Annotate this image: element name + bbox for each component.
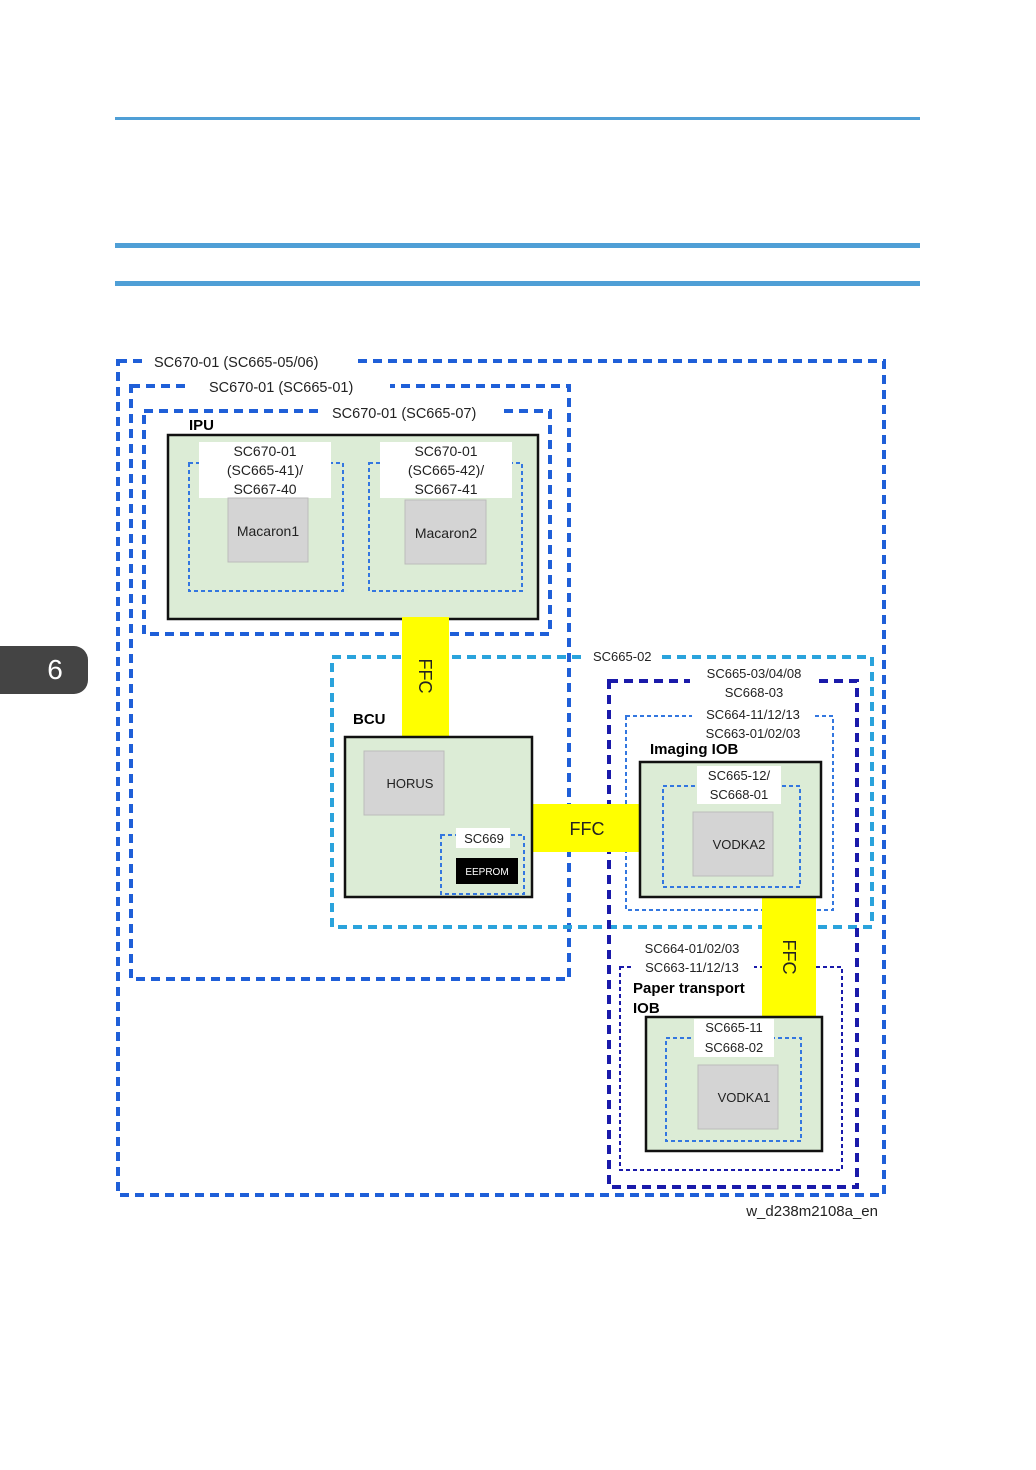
- imaging-iob-sc-bg: [697, 766, 781, 804]
- ipu-right-sc-line2: (SC665-42)/: [408, 462, 484, 478]
- paper-iob-title-line2: IOB: [633, 1000, 660, 1017]
- macaron1-label: Macaron1: [237, 523, 299, 539]
- ffc-bcu-imaging-label: FFC: [570, 819, 605, 839]
- ipu-title: IPU: [189, 417, 214, 434]
- zone-outer: [116, 359, 886, 1197]
- macaron2-chip: [404, 499, 487, 565]
- imaging-iob-sc-line2: SC668-01: [710, 787, 769, 802]
- ffc-ipu-bcu: [402, 617, 449, 737]
- zone-paper-label-bg: [632, 940, 754, 978]
- zone-imaging-label-bg: [692, 706, 814, 744]
- ffc-bcu-imaging: [532, 804, 642, 852]
- paper-iob-sc-line1: SC665-11: [705, 1020, 763, 1035]
- vodka2-chip: [692, 811, 774, 877]
- vodka1-chip: [697, 1064, 779, 1130]
- section-rule-lower: [115, 281, 920, 286]
- bcu-sc-label: SC669: [464, 831, 504, 846]
- zone-ipu-label: SC670-01 (SC665-07): [332, 406, 476, 422]
- eeprom-label: EEPROM: [465, 867, 508, 878]
- ipu-left-sc-line1: SC670-01: [233, 443, 296, 459]
- vodka2-label: VODKA2: [713, 837, 766, 852]
- zone-mid-label: SC670-01 (SC665-01): [209, 380, 353, 396]
- zone-paper: [619, 966, 843, 1171]
- top-rule: [115, 117, 920, 120]
- ffc-ipu-bcu-label: FFC: [415, 659, 435, 694]
- zone-iob-label-line1: SC665-03/04/08: [707, 666, 802, 681]
- horus-label: HORUS: [387, 776, 434, 791]
- zone-ipu-label-bg: [324, 401, 500, 423]
- zone-iob-label-bg: [690, 666, 818, 704]
- zone-imaging-label-line1: SC664-11/12/13: [706, 707, 800, 722]
- ffc-imaging-paper-label: FFC: [779, 940, 799, 975]
- bcu-sc-label-bg: [456, 828, 510, 848]
- vodka1-label: VODKA1: [718, 1090, 771, 1105]
- eeprom-chip: [456, 858, 518, 884]
- ipu-right-sc-bg: [380, 442, 512, 498]
- imaging-iob-sc-line1: SC665-12/: [708, 768, 771, 783]
- imaging-iob-title: Imaging IOB: [650, 741, 739, 758]
- paper-iob-sc-line2: SC668-02: [705, 1040, 764, 1055]
- zone-imaging: [625, 715, 834, 911]
- ipu-left-sc-bg: [199, 442, 331, 498]
- zone-outer-label: SC670-01 (SC665-05/06): [154, 355, 318, 371]
- bcu-sc-zone: [440, 834, 525, 895]
- ipu-left-sc-line3: SC667-40: [233, 481, 296, 497]
- zone-iob-label-line2: SC668-03: [725, 685, 784, 700]
- section-rule-upper: [115, 243, 920, 248]
- zone-outer-label-bg: [146, 350, 352, 372]
- zone-paper-label-line1: SC664-01/02/03: [645, 941, 740, 956]
- zone-paper-label-line2: SC663-11/12/13: [645, 960, 739, 975]
- zone-bcu-label-bg: [586, 647, 660, 667]
- bcu-title: BCU: [353, 711, 386, 728]
- ipu-right-sc-line3: SC667-41: [414, 481, 477, 497]
- chapter-tab[interactable]: 6: [0, 646, 88, 694]
- horus-chip: [363, 750, 445, 816]
- ffc-imaging-paper: [762, 895, 816, 1017]
- ipu-right-zone: [368, 462, 523, 592]
- macaron2-label: Macaron2: [415, 525, 477, 541]
- zone-imaging-label-line2: SC663-01/02/03: [706, 726, 801, 741]
- ipu-left-sc-line2: (SC665-41)/: [227, 462, 303, 478]
- zone-bcu-label: SC665-02: [593, 649, 652, 664]
- ipu-right-sc-line1: SC670-01: [414, 443, 477, 459]
- zone-mid-label-bg: [190, 376, 390, 398]
- paper-iob-title-line1: Paper transport: [633, 980, 745, 997]
- paper-iob-sc-bg: [694, 1019, 774, 1057]
- figure-id: w_d238m2108a_en: [745, 1203, 878, 1220]
- macaron1-chip: [227, 497, 309, 563]
